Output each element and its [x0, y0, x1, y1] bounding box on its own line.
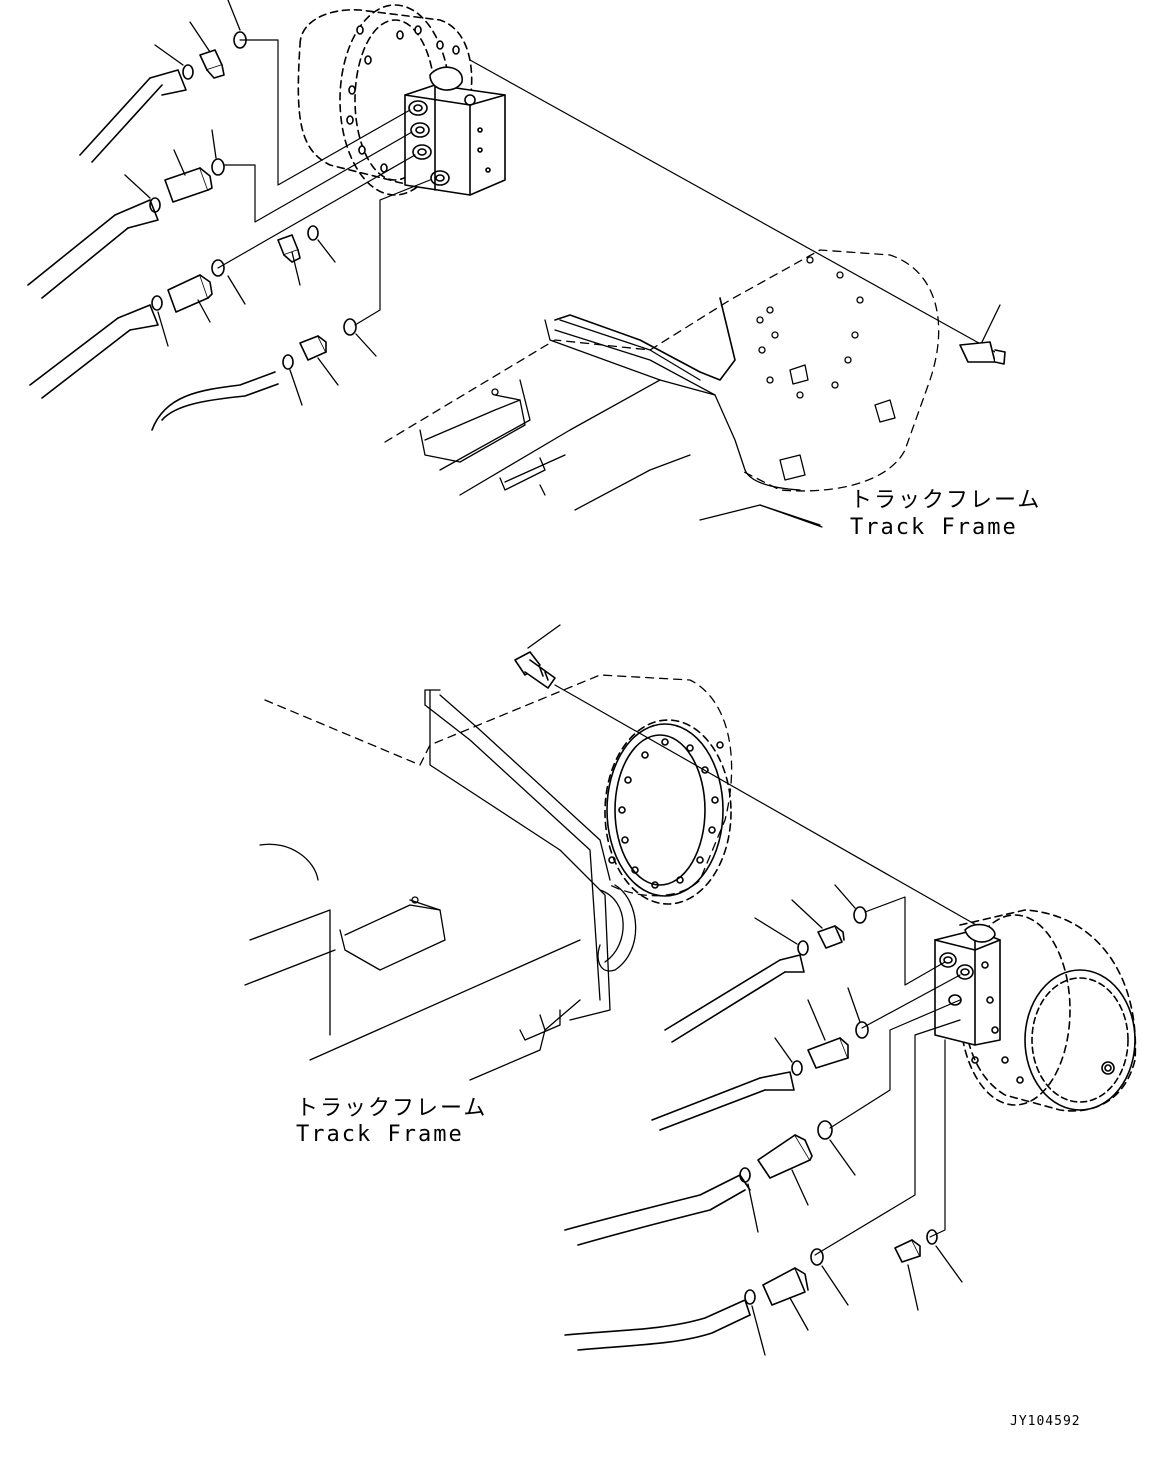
- bottom-assembly: [245, 625, 1135, 1355]
- bottom-port-leaders: [815, 897, 960, 1255]
- top-track-frame-label-jp: トラックフレーム: [850, 488, 1042, 513]
- top-track-frame: [385, 250, 939, 525]
- top-travel-motor: [298, 5, 505, 195]
- top-callouts: [125, 0, 1000, 405]
- bottom-track-frame: [245, 675, 732, 1080]
- bottom-travel-motor: [935, 910, 1135, 1111]
- bottom-frame-flange: [605, 720, 731, 904]
- top-track-frame-label-en: Track Frame: [850, 515, 1018, 540]
- bottom-fittings: [758, 926, 920, 1305]
- bottom-track-frame-label-jp: トラックフレーム: [296, 1096, 488, 1121]
- top-o-rings: [150, 32, 356, 369]
- top-port-leaders: [218, 40, 995, 352]
- bottom-hoses: [565, 955, 804, 1350]
- top-fittings: [165, 50, 1005, 364]
- bottom-mounting-bolt: [515, 652, 555, 688]
- drawing-code: JY104592: [1010, 1414, 1081, 1429]
- top-assembly: [28, 0, 1005, 527]
- bottom-callouts: [748, 885, 962, 1355]
- top-hoses: [28, 70, 278, 430]
- bottom-track-frame-label-en: Track Frame: [296, 1122, 464, 1147]
